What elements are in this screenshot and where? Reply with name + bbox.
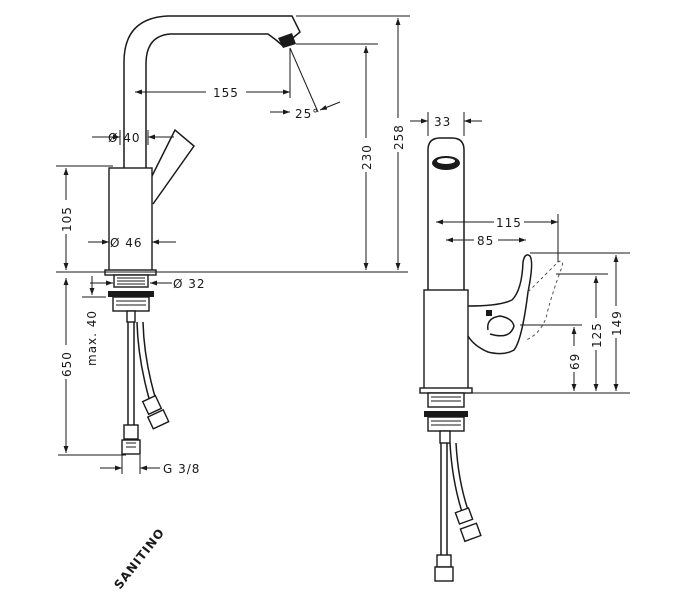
dim-125-label: 125: [590, 322, 604, 348]
dim-diameter-40-label: Ø 40: [108, 131, 141, 145]
dim-33-label: 33: [434, 115, 451, 129]
watermark-text: SANITINO: [111, 525, 167, 591]
faucet-body: [108, 167, 153, 273]
front-view-dimensions: 33 115 85 149 125 69: [410, 112, 630, 394]
mounting-stud: [126, 310, 136, 323]
faucet-front-view: [419, 137, 564, 582]
dim-g38-label: G 3/8: [163, 462, 200, 476]
hose-nut-right: [146, 408, 170, 430]
dim-115-label: 115: [496, 216, 522, 230]
front-body: [423, 289, 469, 391]
hose-fitting-left: [123, 424, 139, 440]
dim-diameter-46-label: Ø 46: [110, 236, 143, 250]
front-hose-nut-right: [459, 522, 482, 543]
side-view-dimensions: 155 25° Ø 40 Ø 46 Ø 32 105 650: [56, 15, 410, 476]
faucet-side-view: [104, 15, 301, 455]
lever-handle: [149, 128, 196, 205]
front-lever: [467, 254, 533, 355]
spout-column: [427, 137, 465, 292]
dim-155-label: 155: [213, 86, 239, 100]
dim-angle-label: 25°: [295, 107, 319, 121]
dim-69-label: 69: [568, 353, 582, 370]
dim-258-label: 258: [392, 124, 406, 150]
spout-aerator: [278, 33, 296, 48]
front-hose-nut-left: [434, 566, 454, 582]
mounting-nut: [108, 291, 154, 297]
dim-105-label: 105: [60, 206, 74, 232]
lever-open-position: [525, 260, 564, 341]
dim-149-label: 149: [610, 310, 624, 336]
front-mounting-nut: [424, 411, 468, 417]
dim-650-label: 650: [60, 351, 74, 377]
front-base: [419, 387, 473, 394]
dim-85-label: 85: [477, 234, 494, 248]
dim-230-label: 230: [360, 144, 374, 170]
supply-hose-right: [136, 321, 151, 403]
watermark: SANITINO: [111, 525, 167, 591]
angle-ray: [289, 47, 319, 113]
hose-fitting-right: [141, 394, 163, 416]
dim-max-40-label: max. 40: [85, 310, 99, 366]
dim-diameter-32-label: Ø 32: [173, 277, 206, 291]
mounting-plate: [112, 296, 150, 312]
front-hose-right: [449, 442, 463, 513]
